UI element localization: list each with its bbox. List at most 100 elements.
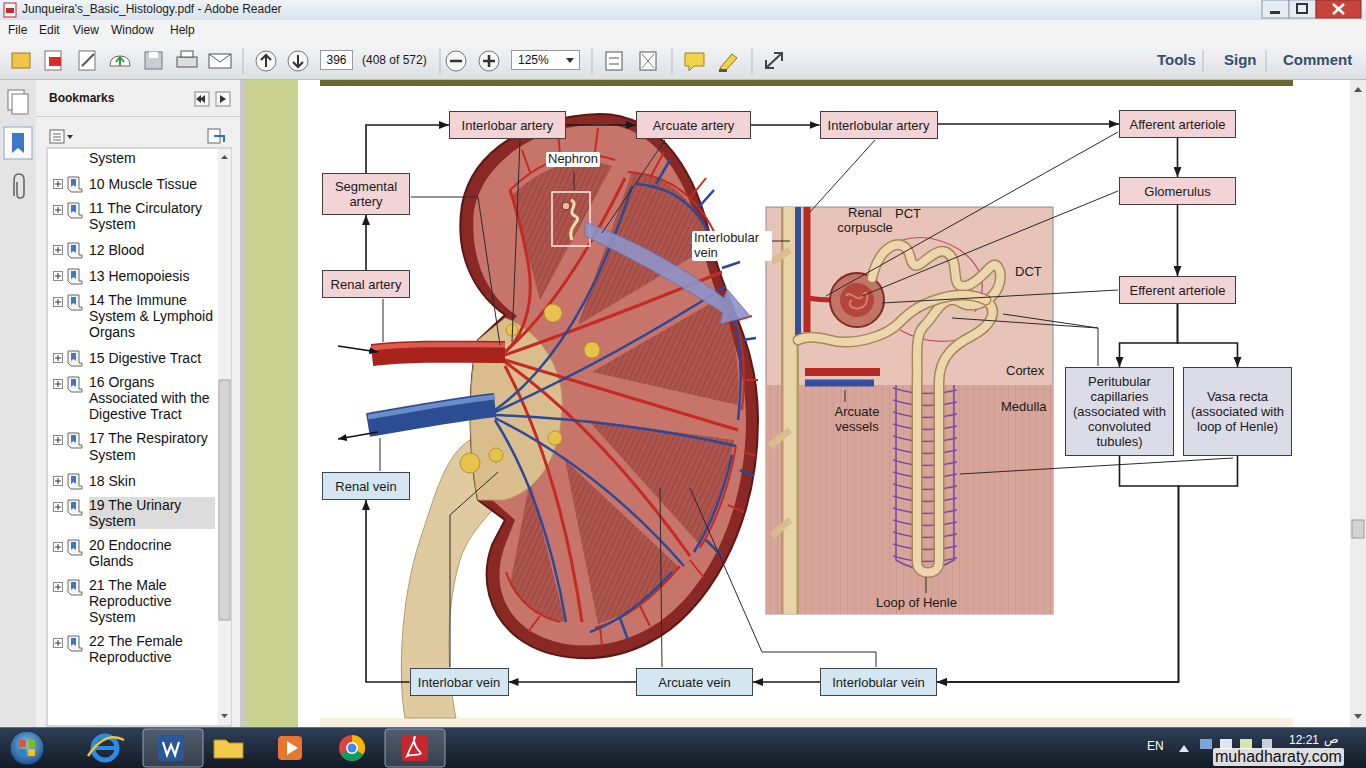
kidney-illustration-part (506, 128, 758, 646)
toolbar-part (642, 54, 654, 68)
node-text: Arcuate artery (653, 118, 735, 133)
bookmark-ribbon (71, 179, 76, 187)
toolbar-part (609, 58, 619, 64)
zoom-field: 125% (511, 50, 580, 70)
bookmark-icons (53, 539, 85, 557)
navigation-pane-part (214, 136, 224, 142)
bookmark-item: 19 The Urinary System (89, 497, 215, 529)
navigation-pane-part (67, 135, 73, 139)
bookmark-icons (53, 202, 85, 220)
bookmark-icons (53, 499, 85, 517)
expand-plus (55, 478, 61, 484)
bookmark-icons (53, 350, 85, 368)
navigation-pane-part (36, 80, 240, 727)
bookmark-glyph (68, 243, 82, 258)
bookmark-row: 20 Endocrine Glands (47, 537, 217, 571)
node-text: Vasa recta (associated with loop of Henl… (1187, 389, 1288, 434)
expand-plus (55, 584, 61, 590)
kidney-illustration-part-part (505, 190, 530, 352)
taskbar-part (407, 737, 421, 756)
document-area (245, 80, 1366, 727)
kidney-illustration-part (338, 432, 378, 439)
leader-line-part (952, 314, 1098, 366)
structure-label: Renal corpuscle (832, 206, 898, 236)
expand-plus (55, 355, 61, 361)
arteriole-box: Afferent arteriole (1119, 110, 1236, 138)
navigation-pane (0, 80, 245, 727)
nephron-inset-part-part (805, 368, 880, 376)
bookmark-ribbon (71, 542, 76, 550)
navigation-pane-part (53, 134, 61, 140)
bookmark-icons (53, 579, 85, 597)
nephron-inset-part-part (798, 245, 1000, 573)
flow-arrow (751, 124, 820, 126)
taskbar-part (143, 729, 203, 767)
toolbar-part (592, 48, 593, 74)
leader-line-part (845, 390, 846, 402)
bookmark-item: 16 Organs Associated with the Digestive … (89, 374, 217, 422)
taskbar-part (10, 731, 44, 765)
toolbar-part (685, 53, 704, 71)
title-bar-part (1289, 0, 1316, 18)
document-area-part (298, 80, 1350, 727)
capillary-box: Peritubular capillaries (associated with… (1065, 367, 1174, 456)
taskbar-part (0, 727, 1366, 768)
toolbar-part (149, 52, 158, 58)
expand-plus (55, 273, 61, 279)
bookmark-item: 13 Hemopoiesis (89, 268, 189, 284)
leader-line-part (826, 132, 1118, 296)
taskbar-part (19, 749, 26, 756)
node-text: Interlobular vein (832, 675, 925, 690)
panel-title: Bookmarks (49, 92, 114, 106)
taskbar-part (88, 737, 124, 756)
bookmark-row: 14 The Immune System & Lymphoid Organs (47, 292, 217, 342)
bookmark-row: 17 The Respiratory System (47, 430, 217, 464)
expand-box (54, 206, 63, 215)
toolbar-part (49, 57, 61, 66)
title-bar-part (6, 8, 14, 13)
toolbar-part (719, 69, 727, 72)
flow-arrow (1177, 205, 1179, 276)
toolbar-part (209, 54, 231, 62)
navigation-pane-part (240, 80, 245, 727)
bookmark-ribbon (71, 476, 76, 484)
navigation-pane-part (4, 127, 32, 159)
navigation-pane-part (216, 92, 230, 106)
toolbar-part (45, 51, 61, 70)
bookmark-row: 18 Skin (47, 471, 217, 491)
navigation-pane-part (218, 149, 231, 725)
bookmark-icons (53, 376, 85, 394)
navigation-pane-part (195, 92, 209, 106)
expand-plus (55, 247, 61, 253)
kidney-illustration-part-part (495, 420, 566, 622)
bookmark-row: 19 The Urinary System (47, 497, 217, 531)
kidney-illustration-part-part (460, 453, 480, 473)
taskbar-part (287, 741, 298, 755)
taskbar-part (339, 735, 365, 761)
flow-arrow (566, 124, 636, 126)
toolbar-part (1266, 50, 1267, 72)
nephron-inset (766, 207, 1053, 614)
expand-box (54, 436, 63, 445)
kidney-illustration-part-part (495, 286, 726, 412)
title-bar-part (0, 0, 1366, 20)
leader-line-part (690, 488, 876, 667)
bookmark-glyph (68, 269, 82, 284)
vein-box: Interlobular vein (820, 668, 937, 696)
bookmark-item: 20 Endocrine Glands (89, 537, 217, 569)
leader-line-part (810, 140, 875, 212)
bookmark-icons (53, 432, 85, 450)
toolbar-part (766, 53, 782, 68)
watermark: muhadharaty.com (1213, 748, 1344, 766)
title-bar-part (1297, 4, 1307, 13)
nephron-inset-part-part (766, 385, 1053, 614)
kidney-illustration-part (372, 345, 505, 348)
document-area-part (320, 80, 1293, 86)
node-text: Renal artery (331, 277, 402, 292)
toolbar-part (261, 55, 271, 67)
bookmark-row: 21 The Male Reproductive System (47, 577, 217, 627)
kidney-illustration-part-part (505, 178, 625, 352)
bookmark-row: 11 The Circulatory System (47, 200, 217, 234)
toolbar-part (440, 48, 441, 74)
node-text: Peritubular capillaries (associated with… (1069, 374, 1170, 449)
